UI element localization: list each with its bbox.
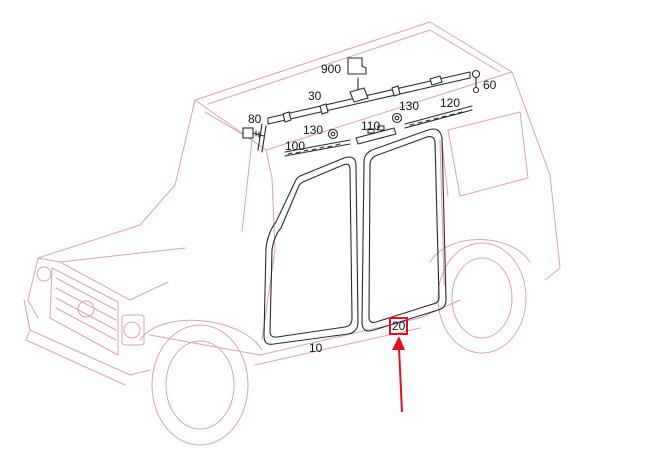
strip-120 <box>404 105 473 129</box>
label-120: 120 <box>440 96 460 110</box>
label-130-left: 130 <box>303 123 323 137</box>
clip-130-right <box>391 112 403 124</box>
label-130-right: 130 <box>399 99 419 113</box>
bracket-110 <box>355 125 397 145</box>
label-80: 80 <box>248 112 262 126</box>
label-60: 60 <box>483 78 497 92</box>
label-900: 900 <box>321 62 341 76</box>
label-100: 100 <box>285 139 305 153</box>
roof-rail-30 <box>257 57 471 153</box>
label-10: 10 <box>309 341 323 355</box>
strip-100 <box>284 139 351 157</box>
rear-door-seal <box>361 128 447 332</box>
highlight-box-20 <box>389 317 408 335</box>
front-door-seal <box>263 156 359 345</box>
screw-80 <box>242 127 265 139</box>
label-30: 30 <box>308 89 322 103</box>
clip-130-left <box>327 128 339 140</box>
vehicle-outline <box>23 21 561 446</box>
highlight-arrow <box>392 336 405 413</box>
label-20: 20 <box>392 319 406 333</box>
label-110: 110 <box>361 119 380 133</box>
screw-60 <box>471 69 481 94</box>
